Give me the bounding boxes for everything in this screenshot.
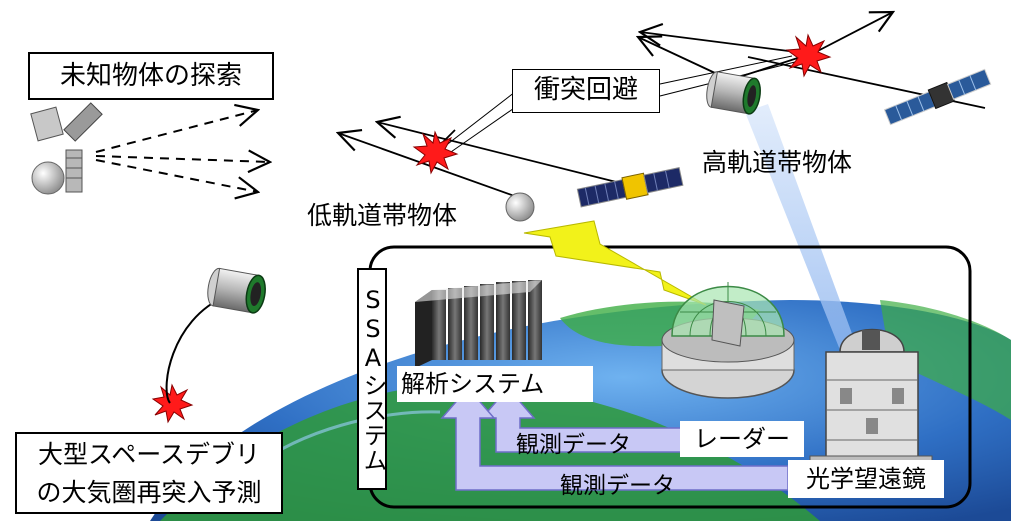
reentry-line-2: の大気圏再突入予測 [36,478,262,507]
radar-label: レーダー [680,421,804,457]
reentry-trajectory [165,295,227,404]
search-arrows [95,110,270,192]
debris-cylinder-icon [706,71,761,115]
optical-telescope-label: 光学望遠鏡 [788,460,944,498]
arrow-radar-to-analysis [480,386,683,453]
satellite-icon [883,68,992,126]
analysis-system-label: 解析システム [397,366,593,402]
reentry-line-1: 大型スペースデブリ [37,440,260,469]
radar-dome-icon [661,282,795,399]
burst-icon [412,130,459,175]
high-orbit-objects-label: 高軌道帯物体 [702,148,853,177]
unknown-debris-icon [30,102,103,195]
optical-beam [745,104,858,355]
server-rack-icon [415,280,542,368]
observation-data-optical-label: 観測データ [560,473,675,499]
ssa-system-label: SSAシステム [357,268,387,490]
collision-avoidance-label: 衝突回避 [512,69,660,113]
burst-icon [785,33,832,78]
unknown-search-label: 未知物体の探索 [28,52,274,100]
satellite-icon [576,167,684,208]
debris-sphere-icon [505,192,535,222]
radar-beam [523,220,707,306]
burst-icon [151,383,194,424]
reentry-prediction-label: 大型スペースデブリ の大気圏再突入予測 [15,432,283,514]
observatory-icon [809,328,933,467]
low-orbit-objects-label: 低軌道帯物体 [307,201,458,230]
observation-data-radar-label: 観測データ [516,432,631,458]
debris-cylinder-icon [207,267,266,314]
